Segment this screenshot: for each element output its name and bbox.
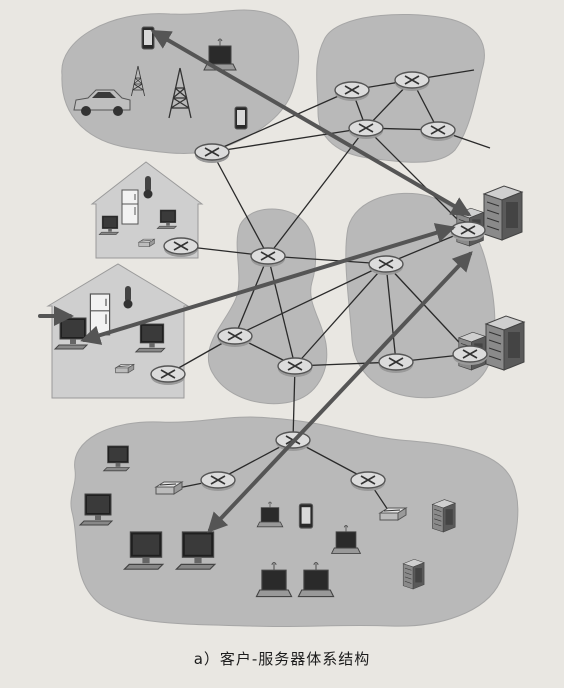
refrigerator-icon (89, 293, 111, 336)
router-regional-b (217, 327, 253, 348)
router-enterprise-left (200, 471, 236, 492)
server-tower-icon (402, 559, 425, 590)
mobile-phone-icon (234, 106, 248, 130)
router-tier1-d (420, 121, 456, 142)
router-enterprise-right (350, 471, 386, 492)
router-wireless-edge (194, 143, 230, 164)
server-rack-icon (485, 315, 525, 371)
router-regional-a (250, 247, 286, 268)
figure-caption: a）客户-服务器体系结构 (193, 650, 371, 668)
router-regional-c (277, 357, 313, 378)
client-server-arrows (38, 29, 473, 533)
arrow-enterprise-to-server (207, 251, 473, 533)
wireless-access-network-region (61, 9, 300, 154)
refrigerator-icon (121, 189, 139, 225)
server-tower-icon (432, 499, 456, 533)
mobile-phone-icon (298, 503, 314, 529)
router-server-2 (452, 345, 488, 366)
mobile-phone-icon (141, 26, 155, 50)
router-tier1-a (334, 81, 370, 102)
router-datacenter-b (378, 353, 414, 374)
network-diagram-canvas (38, 9, 525, 628)
router-server-1 (450, 221, 486, 242)
router-tier1-b (394, 71, 430, 92)
router-datacenter-a (368, 255, 404, 276)
server-rack-icon (483, 185, 523, 241)
regional-isp-region (207, 208, 328, 405)
router-home-1 (163, 237, 199, 258)
arrow-phone-to-server (150, 29, 472, 217)
router-home-2 (150, 365, 186, 386)
router-tier1-c (348, 119, 384, 140)
